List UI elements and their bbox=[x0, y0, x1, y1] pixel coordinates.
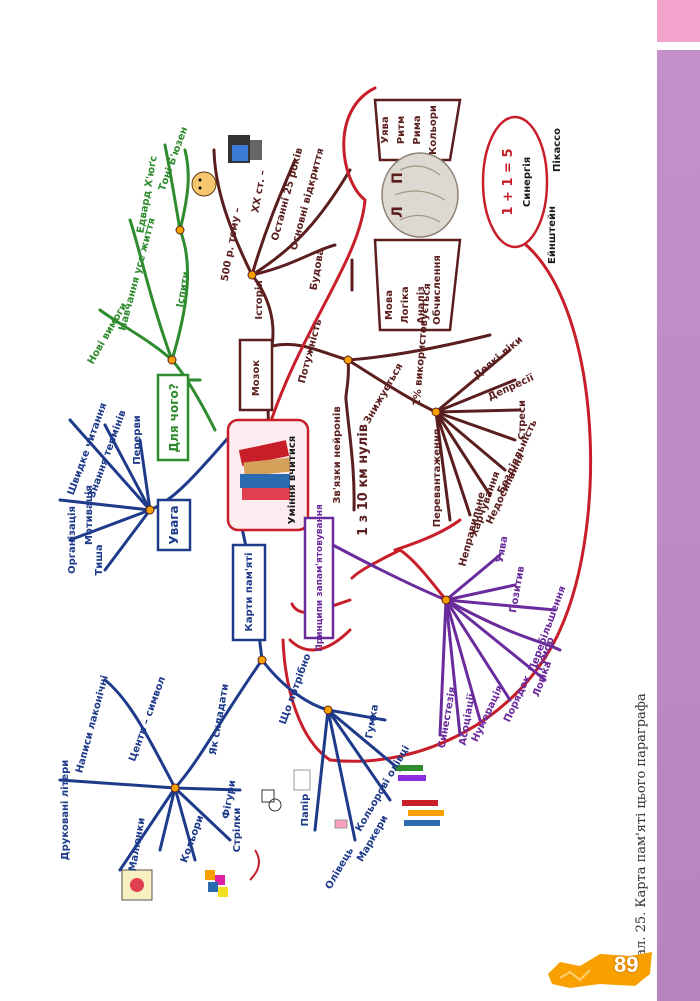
left-item: Аналіз bbox=[416, 286, 427, 324]
how-item: Стрілки bbox=[232, 808, 243, 853]
markers-icon bbox=[395, 765, 426, 781]
synergy-formula: 1 + 1 = 5 bbox=[501, 148, 516, 215]
left-hemisphere-label: Л bbox=[390, 206, 406, 218]
left-item: Мова bbox=[384, 290, 395, 320]
harm-item: Деякі ліки bbox=[472, 334, 525, 381]
uvaga-item: Організація bbox=[67, 506, 78, 574]
figure-caption-text: Мал. 25. Карта пам'яті цього параграфа bbox=[634, 693, 649, 970]
dlya-chogo-item: Іспити bbox=[175, 271, 192, 309]
history-label: Історія bbox=[254, 280, 265, 319]
right-item: Уява bbox=[380, 116, 391, 143]
center-label: Уміння вчитися bbox=[287, 436, 298, 524]
orange-brush-icon bbox=[548, 952, 652, 988]
neurons-label: Зв'язки нейронів bbox=[332, 406, 343, 503]
neuron-count: 1 з 10 км нулів bbox=[356, 424, 371, 536]
dlya-chogo-label: Для чого? bbox=[167, 383, 181, 452]
how-to-make-label: Як складати bbox=[208, 683, 231, 756]
colors-icon bbox=[205, 870, 228, 897]
picture-icon bbox=[121, 869, 153, 901]
harm-item: Стреси bbox=[517, 400, 528, 440]
right-item: Рима bbox=[412, 115, 423, 144]
how-item: Написи лаконічні bbox=[74, 674, 111, 774]
page-sidebar-stripe bbox=[657, 0, 700, 1001]
face-icon bbox=[191, 171, 217, 197]
mind-map: Уміння вчитися Мозок Потужність 1% викор… bbox=[58, 86, 593, 901]
history-item: XX ст. – bbox=[250, 169, 268, 213]
uvaga-label: Увага bbox=[167, 505, 181, 544]
principle-item: Уява bbox=[495, 535, 511, 564]
eraser-icon bbox=[334, 819, 348, 829]
shapes-icon bbox=[261, 789, 282, 812]
how-item: Центр – символ bbox=[127, 675, 168, 763]
computer-icon bbox=[228, 135, 262, 163]
principle-item: Порядок bbox=[502, 674, 533, 725]
synergy-label: Синергія bbox=[522, 157, 533, 207]
pryntsypy-label: Принципи запам'ятовування bbox=[315, 504, 325, 652]
page-number-badge: 89 bbox=[540, 944, 660, 994]
principle-item: Нумерація bbox=[470, 684, 506, 744]
what-needed-label: Що потрібно bbox=[277, 652, 314, 726]
einstein-label: Ейнштейн bbox=[547, 206, 558, 264]
dlya-chogo-item: Навчання усе життя bbox=[117, 217, 158, 332]
arrows-icon bbox=[249, 849, 260, 881]
history-item: 500 р. тому – bbox=[220, 207, 244, 282]
right-item: Ритм bbox=[396, 116, 407, 144]
brain-icon bbox=[373, 98, 462, 332]
how-item: Друковані літери bbox=[60, 760, 71, 861]
left-item: Обчислення bbox=[431, 255, 443, 325]
page-number: 89 bbox=[614, 952, 639, 977]
picasso-label: Пікассо bbox=[552, 128, 563, 172]
left-item: Логіка bbox=[400, 286, 411, 323]
harm-item: Неправильне bbox=[457, 491, 488, 568]
mozok-label: Мозок bbox=[251, 360, 262, 397]
pencils-icon bbox=[402, 800, 444, 826]
uvaga-item: Мотивація bbox=[84, 485, 95, 545]
uvaga-item: Перерви bbox=[132, 415, 143, 465]
right-item: Кольори bbox=[428, 105, 439, 155]
paper-icon bbox=[293, 769, 311, 791]
harm-item: Перевантаження bbox=[432, 429, 443, 528]
right-hemisphere-label: П bbox=[390, 172, 406, 184]
books-icon bbox=[238, 440, 291, 500]
uvaga-item: Тиша bbox=[94, 544, 105, 575]
how-item: Малюнки bbox=[127, 817, 147, 873]
need-item: Олівець bbox=[324, 846, 357, 891]
karty-label: Карти пам'яті bbox=[244, 553, 255, 632]
figure-caption: Мал. 25. Карта пам'яті цього параграфа bbox=[612, 640, 649, 980]
need-item: Гумка bbox=[364, 704, 381, 740]
need-item: Папір bbox=[300, 794, 311, 827]
